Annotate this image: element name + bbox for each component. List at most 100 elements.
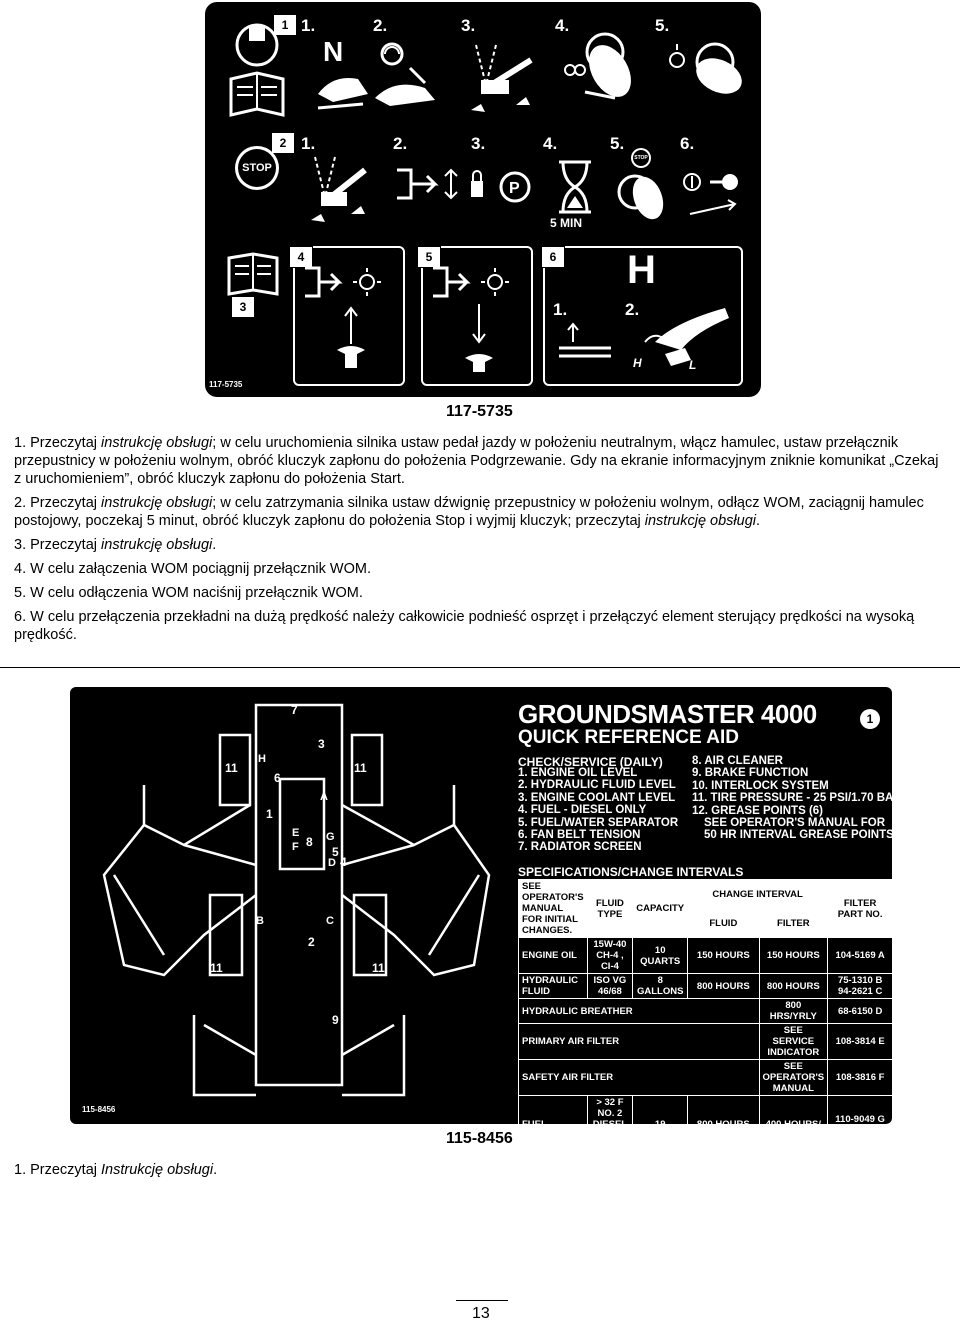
diagram-label: G: [326, 831, 335, 843]
pto-disengage-box: [421, 246, 533, 386]
step-num: 4.: [543, 134, 558, 153]
step-num: 2.: [625, 300, 640, 319]
step-num: 5.: [655, 16, 670, 35]
step-num: 2.: [373, 16, 388, 35]
diagram-label: D: [328, 857, 336, 869]
switch-l-label: L: [689, 358, 697, 372]
instruction-3: 3. Przeczytaj instrukcję obsługi.: [14, 537, 217, 553]
check-heading: CHECK/SERVICE (DAILY): [518, 755, 663, 769]
stop-icon-small: STOP: [631, 148, 651, 168]
read-manual-badge: 1: [860, 709, 880, 729]
diagram-label: 11: [225, 761, 238, 775]
diagram-label: 9: [332, 1013, 339, 1027]
throttle-slow-icon: [471, 44, 533, 112]
diagram-label: 1: [266, 807, 273, 821]
switch-h-label: H: [633, 356, 642, 370]
key-preheat-icon: [564, 32, 631, 100]
decal-code-small: 115-8456: [82, 1105, 116, 1114]
high-speed-box: [543, 246, 743, 386]
diagram-label: 3: [318, 737, 325, 751]
diagram-label: 4: [340, 855, 347, 869]
diagram-label: H: [258, 753, 266, 765]
spec-heading: SPECIFICATIONS/CHANGE INTERVALS: [518, 865, 744, 879]
neutral-letter: N: [323, 36, 344, 67]
key-stop-icon: [617, 174, 664, 220]
read-manual-icon: [227, 252, 279, 296]
decal-subtitle: QUICK REFERENCE AID: [518, 727, 739, 748]
hourglass-icon: [559, 160, 591, 214]
fuel-type-cell: > 32 F NO. 2 DIESEL< 32 F NO. 1 DIESEL: [586, 1095, 634, 1165]
page-number-rule: [456, 1300, 508, 1301]
check-list-left: 1. ENGINE OIL LEVEL 2. HYDRAULIC FLUID L…: [518, 767, 679, 854]
diagram-label: 2: [308, 935, 315, 949]
p-letter: P: [509, 180, 520, 197]
diagram-label: 6: [274, 771, 281, 785]
speed-switch-icon: [644, 308, 729, 366]
diagram-label: A: [320, 791, 328, 803]
instruction-4: 4. W celu załączenia WOM pociągnij przeł…: [14, 561, 371, 577]
step-num: 3.: [461, 16, 476, 35]
diagram-label: 11: [210, 961, 223, 975]
instruction-5: 5. W celu odłączenia WOM naciśnij przełą…: [14, 585, 363, 601]
step-num: 4.: [555, 16, 570, 35]
step-num: 1.: [553, 300, 568, 319]
remove-key-icon: [683, 173, 738, 215]
raise-attachment-icon: [559, 322, 611, 358]
high-letter: H: [627, 248, 656, 292]
section-badge: 6: [541, 246, 565, 268]
step-num: 5.: [610, 134, 625, 153]
page-number: 13: [472, 1305, 490, 1322]
step-num: 3.: [471, 134, 486, 153]
step-badge: 1: [273, 14, 297, 36]
pto-engage-box: [293, 246, 405, 386]
decal-117-5735: 1 1. N 2. 3. 4. 5. 2 STOP 1.: [205, 2, 761, 397]
decal-caption-2: 115-8456: [446, 1130, 513, 1147]
instruction-1: 1. Przeczytaj instrukcję obsługi; w celu…: [14, 435, 939, 487]
diagram-label: 11: [372, 961, 385, 975]
diagram-label: B: [256, 915, 264, 927]
section-divider: [0, 667, 960, 668]
step-num: 2.: [393, 134, 408, 153]
diagram-label: E: [292, 827, 300, 839]
pto-disengage-icon: [397, 168, 458, 200]
parking-brake-icon: P: [471, 170, 531, 203]
step-num: 1.: [301, 16, 316, 35]
section-badge: 3: [231, 296, 255, 318]
pto-push-icon: [433, 266, 509, 372]
diagram-label: 11: [354, 761, 367, 775]
decal-caption: 117-5735: [446, 403, 513, 420]
diagram-label: C: [326, 915, 334, 927]
pto-pull-icon: [305, 266, 381, 368]
decal-115-8456: 7 3 11 H 6 11 1 A E 8 F G 5 D 4 B C 2 11…: [70, 687, 902, 1273]
instruction-2: 2. Przeczytaj instrukcję obsługi; w celu…: [14, 495, 924, 529]
machine-topview-diagram: [102, 703, 491, 1097]
instruction-6: 6. W celu przełączenia przekładni na duż…: [14, 609, 915, 643]
diagram-label: F: [292, 841, 299, 853]
diagram-label: 8: [306, 835, 313, 849]
read-manual-start-icon: [229, 23, 285, 117]
section-badge: 4: [289, 246, 313, 268]
spec-table: SEE OPERATOR'S MANUAL FOR INITIAL CHANGE…: [518, 879, 894, 1273]
foot-pedal-icon: [317, 78, 368, 110]
decal-code-small: 117-5735: [209, 380, 243, 389]
step-badge: 2: [271, 132, 295, 154]
diagram-label: 7: [291, 703, 298, 717]
decal-title: GROUNDSMASTER 4000: [518, 699, 817, 729]
legend-item-1: 1. Przeczytaj Instrukcję obsługi.: [14, 1162, 218, 1178]
table-row: FUEL SYSTEM > 32 F NO. 2 DIESEL< 32 F NO…: [518, 1095, 894, 1165]
stop-icon: STOP: [235, 146, 279, 190]
step-num: 1.: [301, 134, 316, 153]
diagram-label: 5: [332, 845, 339, 859]
instructions-list: 1. Przeczytaj instrukcję obsługi; w celu…: [14, 434, 944, 650]
step-num: 6.: [680, 134, 695, 153]
section-badge: 5: [417, 246, 441, 268]
brake-foot-icon: [375, 42, 435, 106]
